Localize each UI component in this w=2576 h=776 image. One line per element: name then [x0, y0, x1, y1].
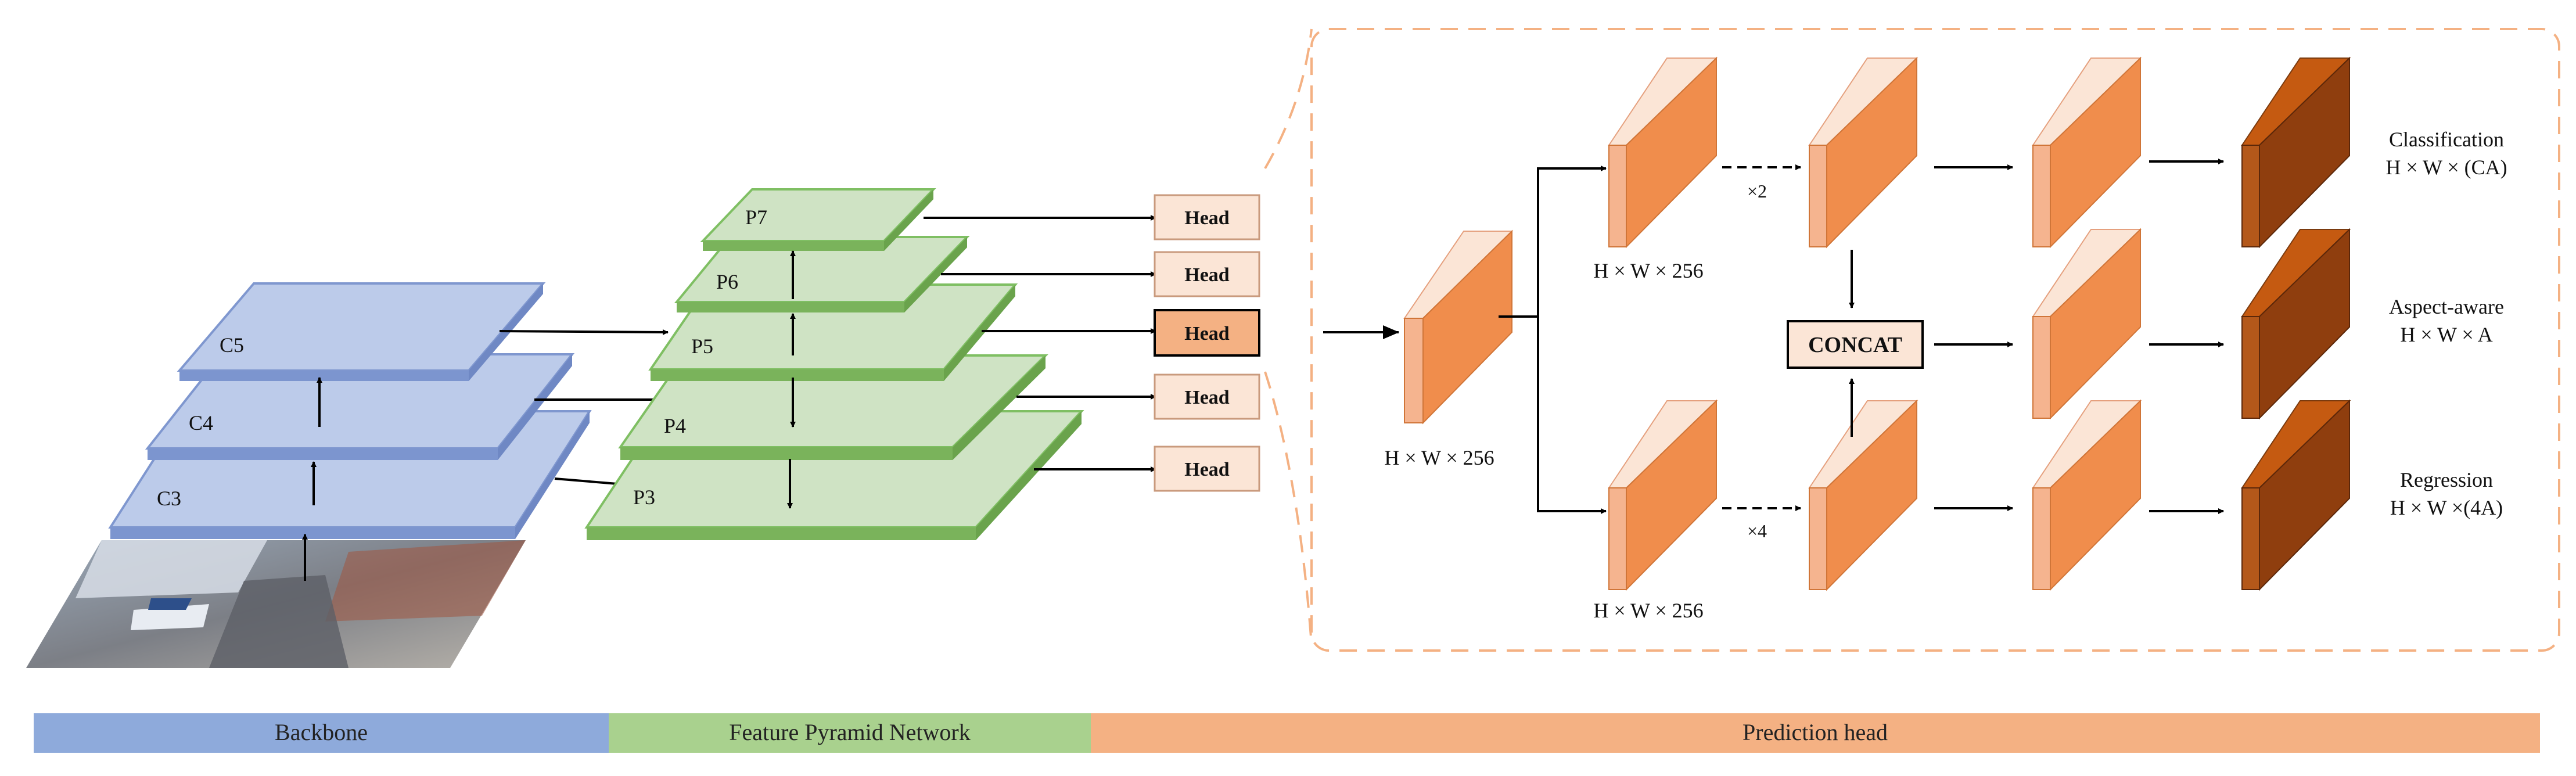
col3-block-bottom — [2032, 399, 2142, 591]
head-box-p6 — [1154, 251, 1260, 297]
head-label-p6: Head — [1184, 264, 1230, 286]
arrow-c5-to-p5 — [499, 329, 669, 335]
top-branch-block-2 — [1808, 56, 1918, 249]
concat-label: CONCAT — [1808, 333, 1902, 357]
top-dims-label: H × W × 256 — [1593, 259, 1703, 282]
output-dims-classification: H × W × (CA) — [2385, 156, 2507, 179]
head-box-p7 — [1154, 194, 1260, 240]
prediction-head-detail: H × W × 256 H × W × 256 H × W × 256 ×2 ×… — [1310, 28, 2560, 652]
head-label-p7: Head — [1184, 207, 1230, 229]
fpn-level-p7: P7 — [700, 188, 936, 251]
prediction-head-frame — [1310, 28, 2560, 652]
output-name-classification: Classification — [2389, 128, 2504, 151]
fpn-label-p7: P7 — [745, 206, 767, 229]
fpn-level-p6: P6 — [674, 236, 970, 312]
input-image — [26, 540, 526, 668]
head-box-p3 — [1154, 446, 1260, 492]
col3-block-top — [2032, 56, 2142, 249]
backbone-section: C3 C4 C5 — [26, 282, 592, 668]
concat-box — [1787, 320, 1924, 369]
head-label-p5: Head — [1184, 323, 1230, 344]
repeat-label-bottom: ×4 — [1747, 520, 1767, 541]
zoom-line-top — [1264, 28, 1313, 170]
output-block-regression — [2241, 399, 2351, 591]
fpn-label-p6: P6 — [716, 270, 738, 293]
legend-prediction-label: Prediction head — [1743, 719, 1888, 745]
output-block-classification — [2241, 56, 2351, 249]
output-name-regression: Regression — [2400, 468, 2493, 491]
bottom-branch-block-2 — [1808, 399, 1918, 591]
arrow-c3-to-p3 — [554, 477, 625, 487]
head-boxes: Head Head Head Head Head — [1154, 194, 1260, 492]
arrow-to-bottom-branch — [1537, 317, 1607, 514]
head-label-p3: Head — [1184, 459, 1230, 480]
backbone-label-c4: C4 — [189, 411, 213, 434]
input-feature-block — [1403, 229, 1514, 425]
head-box-p5-highlighted — [1154, 309, 1260, 357]
col3-block-middle — [2032, 228, 2142, 420]
legend-band: Backbone Feature Pyramid Network Predict… — [34, 713, 2540, 753]
output-block-aspect — [2241, 228, 2351, 420]
head-box-p4 — [1154, 373, 1260, 420]
legend-prediction-bar — [1091, 713, 2540, 753]
fpn-label-p4: P4 — [664, 414, 686, 437]
fpn-section: P3 P4 P5 P6 P7 — [584, 188, 1084, 540]
backbone-label-c5: C5 — [220, 333, 244, 357]
output-dims-regression: H × W ×(4A) — [2390, 496, 2503, 519]
legend-fpn-label: Feature Pyramid Network — [729, 719, 970, 745]
bottom-branch-block-1 — [1608, 399, 1718, 591]
arrow-to-top-branch — [1499, 166, 1607, 318]
head-label-p4: Head — [1184, 387, 1230, 408]
zoom-line-bottom — [1264, 371, 1313, 645]
output-name-aspect: Aspect-aware — [2389, 295, 2504, 318]
legend-fpn-bar — [609, 713, 1091, 753]
top-branch-block-1 — [1608, 56, 1718, 249]
output-dims-aspect: H × W × A — [2400, 323, 2492, 346]
legend-backbone-label: Backbone — [275, 719, 368, 745]
legend-backbone-bar — [34, 713, 609, 753]
repeat-label-top: ×2 — [1747, 181, 1767, 202]
backbone-label-c3: C3 — [157, 487, 181, 510]
fpn-label-p3: P3 — [633, 486, 655, 509]
input-dims-label: H × W × 256 — [1384, 446, 1494, 469]
fpn-label-p5: P5 — [691, 335, 713, 358]
bottom-dims-label: H × W × 256 — [1593, 599, 1703, 622]
